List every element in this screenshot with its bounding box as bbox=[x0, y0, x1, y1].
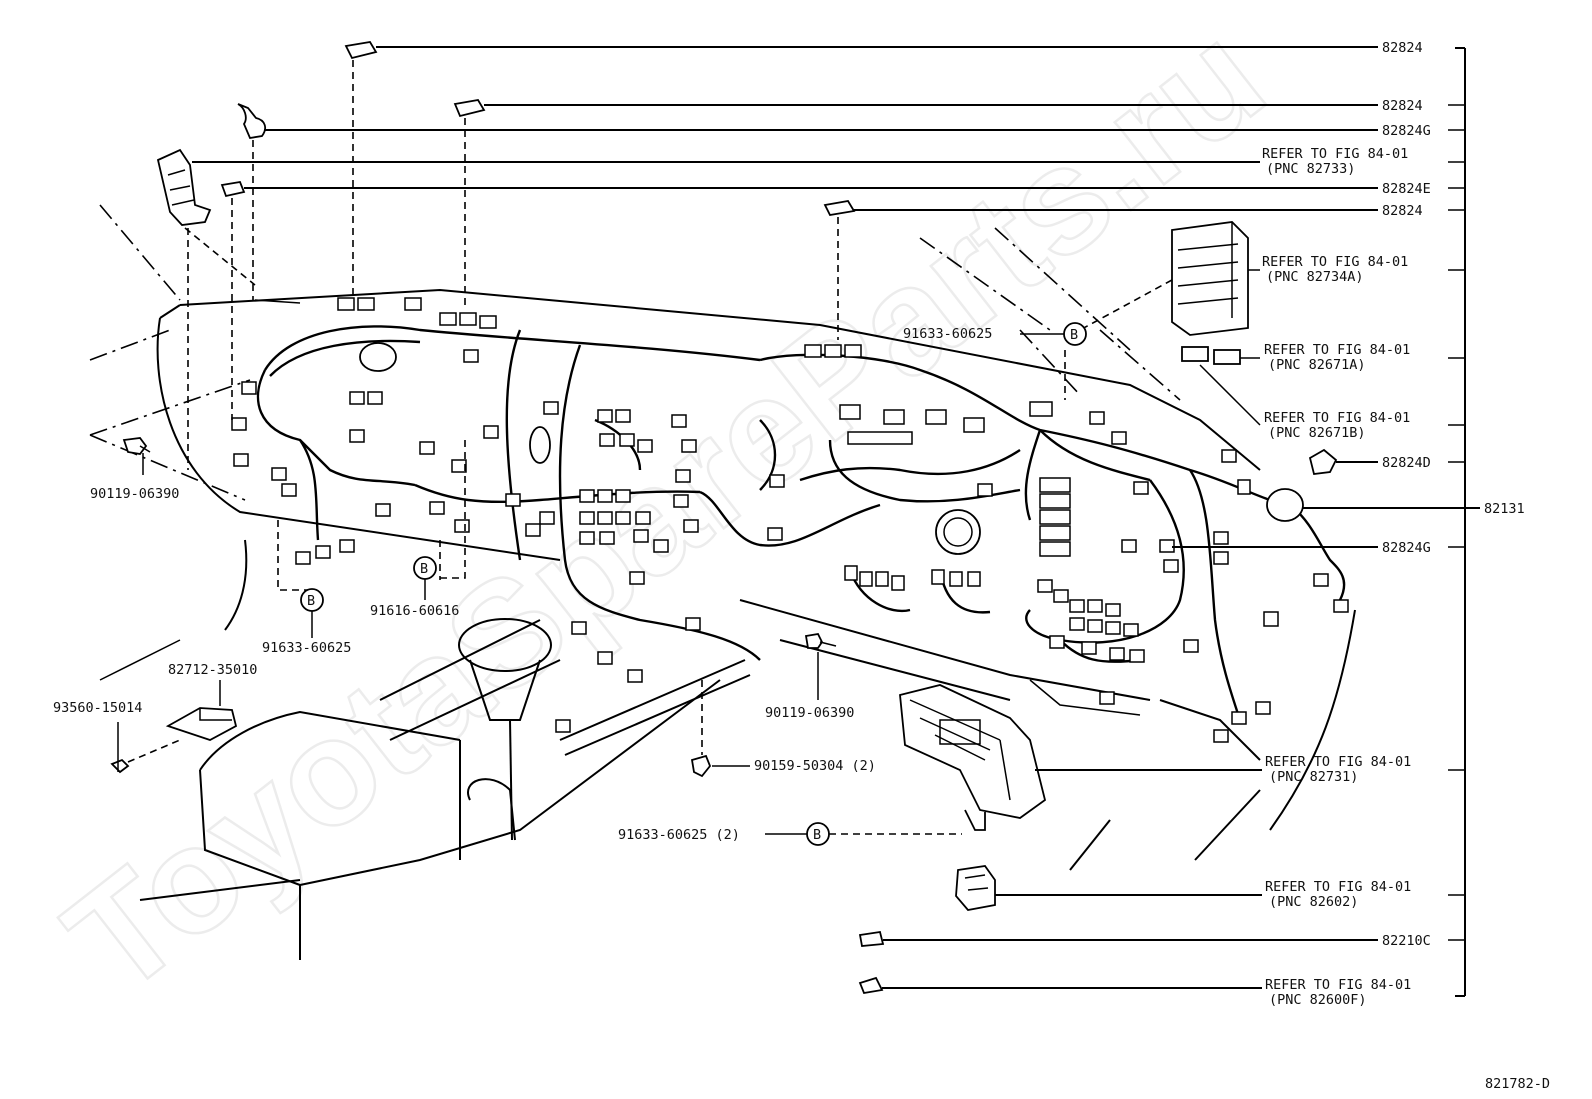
label-91633-bottom: 91633-60625 (2) bbox=[618, 827, 740, 843]
callout-refer-82600f-line2: (PNC 82600F) bbox=[1269, 992, 1367, 1008]
callout-refer-82734a-line1: REFER TO FIG 84-01 bbox=[1262, 254, 1408, 270]
label-90119-center: 90119-06390 bbox=[765, 705, 854, 721]
fuse-82210c-icon bbox=[858, 930, 885, 947]
b-marker-middle: B bbox=[413, 556, 437, 580]
lower-parts bbox=[858, 684, 1047, 995]
connector-82824g-icon bbox=[237, 103, 267, 140]
callout-labels: 82824 82824 82824G REFER TO FIG 84-01 (P… bbox=[1262, 40, 1525, 1008]
callout-refer-82733-line1: REFER TO FIG 84-01 bbox=[1262, 146, 1408, 162]
label-91633-top-right: 91633-60625 bbox=[903, 326, 992, 342]
label-91616: 91616-60616 bbox=[370, 603, 459, 619]
svg-text:B: B bbox=[307, 593, 315, 609]
relay-82602-icon bbox=[955, 865, 996, 911]
callout-refer-82731-line2: (PNC 82731) bbox=[1269, 769, 1358, 785]
top-right-parts bbox=[1064, 221, 1338, 475]
label-90159: 90159-50304 (2) bbox=[754, 758, 876, 774]
fastener-b-markers: B B B B bbox=[300, 322, 1087, 846]
callout-refer-82602-line2: (PNC 82602) bbox=[1269, 894, 1358, 910]
b-marker-bottom: B bbox=[806, 822, 830, 846]
callout-refer-82602-line1: REFER TO FIG 84-01 bbox=[1265, 879, 1411, 895]
connector-82824-a-icon bbox=[344, 41, 378, 60]
relay-82671a-icon bbox=[1181, 346, 1209, 362]
connector-82824e-icon bbox=[220, 180, 246, 198]
callout-82824-2: 82824 bbox=[1382, 98, 1423, 114]
callout-refer-82734a-line2: (PNC 82734A) bbox=[1266, 269, 1364, 285]
phantom-lines bbox=[89, 204, 1181, 501]
svg-text:B: B bbox=[1070, 327, 1078, 343]
svg-text:B: B bbox=[813, 827, 821, 843]
harness-connectors bbox=[231, 297, 1349, 743]
svg-text:B: B bbox=[420, 561, 428, 577]
b-marker-top-right: B bbox=[1063, 322, 1087, 346]
watermark: ToyotaSpareParts.ru bbox=[36, 0, 1293, 1025]
connector-82824-b-icon bbox=[453, 99, 486, 118]
wire-harness-82131 bbox=[256, 325, 1346, 721]
connector-82824-c-icon bbox=[823, 200, 856, 216]
label-91633-left: 91633-60625 bbox=[262, 640, 351, 656]
connector-82824d-icon bbox=[1308, 448, 1338, 475]
callout-refer-82731-line1: REFER TO FIG 84-01 bbox=[1265, 754, 1411, 770]
callout-leaders bbox=[192, 46, 1480, 997]
callout-82824g-2: 82824G bbox=[1382, 540, 1431, 556]
fuse-82600f-icon bbox=[858, 976, 884, 995]
callout-refer-82671a-line1: REFER TO FIG 84-01 bbox=[1264, 342, 1410, 358]
callout-82210c: 82210C bbox=[1382, 933, 1431, 949]
diagram-code: 821782-D bbox=[1485, 1076, 1550, 1092]
ecu-82731-icon bbox=[899, 684, 1047, 819]
label-90119-left: 90119-06390 bbox=[90, 486, 179, 502]
fasteners bbox=[110, 437, 837, 778]
callout-refer-82671b-line1: REFER TO FIG 84-01 bbox=[1264, 410, 1410, 426]
callout-82824g-1: 82824G bbox=[1382, 123, 1431, 139]
clip-90159-icon bbox=[690, 754, 712, 778]
relay-82671b-icon bbox=[1213, 349, 1241, 365]
callout-refer-82671a-line2: (PNC 82671A) bbox=[1268, 357, 1366, 373]
callout-82824e: 82824E bbox=[1382, 181, 1431, 197]
instrument-panel-outline bbox=[99, 288, 1356, 960]
top-left-parts bbox=[156, 41, 856, 470]
label-93560: 93560-15014 bbox=[53, 700, 142, 716]
bolt-90119-left-icon bbox=[122, 437, 148, 455]
callout-refer-82671b-line2: (PNC 82671B) bbox=[1268, 425, 1366, 441]
label-82712: 82712-35010 bbox=[168, 662, 257, 678]
callout-82131: 82131 bbox=[1484, 501, 1525, 517]
callout-82824-1: 82824 bbox=[1382, 40, 1423, 56]
callout-82824-3: 82824 bbox=[1382, 203, 1423, 219]
callout-refer-82600f-line1: REFER TO FIG 84-01 bbox=[1265, 977, 1411, 993]
screw-93560-icon bbox=[110, 758, 130, 774]
b-marker-left: B bbox=[300, 588, 324, 612]
callout-82824d: 82824D bbox=[1382, 455, 1431, 471]
junction-block-82734a-icon bbox=[1171, 221, 1249, 336]
bracket-82712-icon bbox=[165, 707, 238, 741]
callout-refer-82733-line2: (PNC 82733) bbox=[1266, 161, 1355, 177]
bolt-90119-center-icon bbox=[804, 633, 824, 649]
